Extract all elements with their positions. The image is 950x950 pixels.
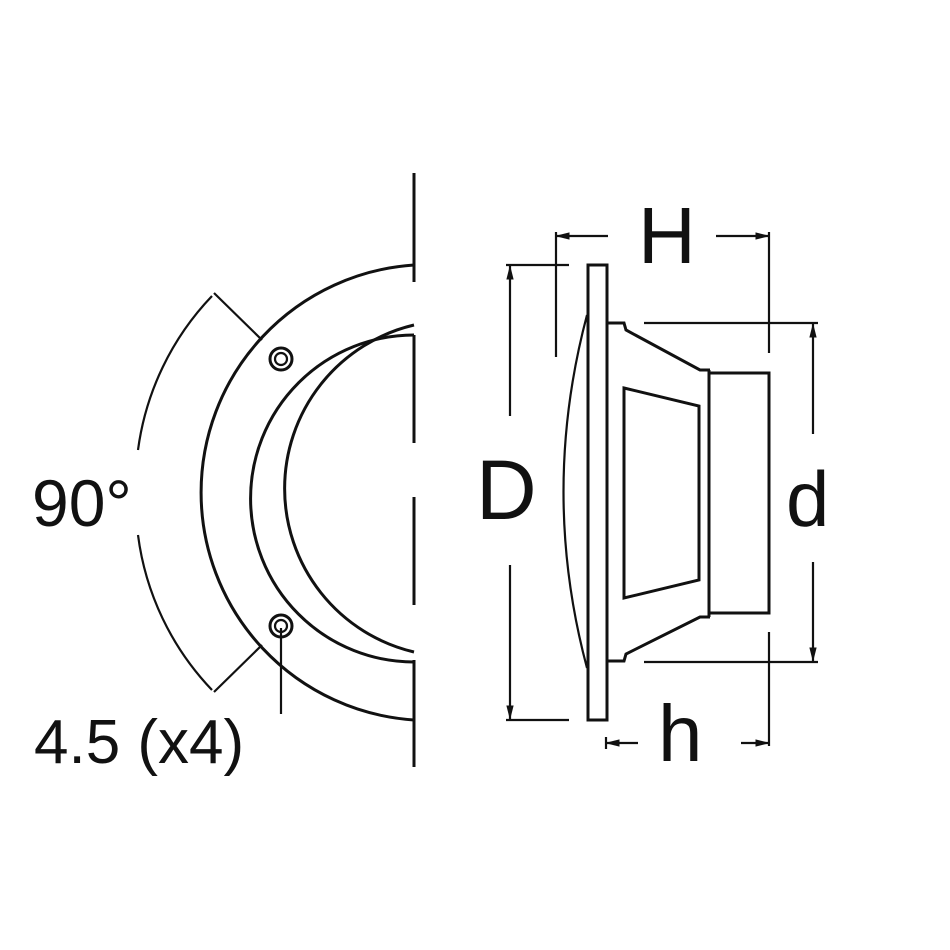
H-arrow-left: [556, 232, 570, 240]
angle-label: 90°: [32, 466, 132, 540]
inner-cutout-arc-inner: [249, 333, 415, 664]
outer-flange-arc: [199, 263, 415, 722]
mounting-depth-label: h: [658, 689, 703, 778]
angle-extension-line-lower: [213, 644, 263, 693]
H-arrow-right: [755, 232, 769, 240]
flange-plate: [586, 263, 609, 722]
back-can: [709, 371, 771, 615]
angle-dimension-arc-upper: [136, 295, 213, 451]
angle-extension-line-upper: [213, 292, 263, 341]
body-taper-bottom: [607, 615, 710, 663]
mounting-hole-upper-inner: [273, 351, 289, 367]
mounting-hole-upper: [268, 346, 294, 372]
d-arrow-bottom: [809, 647, 817, 661]
angle-dimension-arc-lower: [136, 534, 213, 691]
flange-diameter-label: D: [476, 443, 537, 537]
side-profile-view: [506, 232, 818, 749]
cutout-diameter-label: d: [786, 455, 830, 543]
d-arrow-top: [809, 324, 817, 338]
mounting-hole-label: 4.5 (x4): [34, 708, 245, 777]
overall-height-label: H: [638, 191, 696, 280]
body-taper-top: [607, 321, 710, 372]
h-arrow-left: [606, 739, 620, 747]
front-lens-curve: [562, 314, 589, 669]
D-arrow-top: [506, 266, 514, 280]
front-half-view: [136, 173, 416, 767]
inner-cutout-arc-outer: [283, 323, 415, 654]
inner-window: [622, 386, 701, 600]
D-arrow-bottom: [506, 705, 514, 719]
h-arrow-right: [755, 739, 769, 747]
